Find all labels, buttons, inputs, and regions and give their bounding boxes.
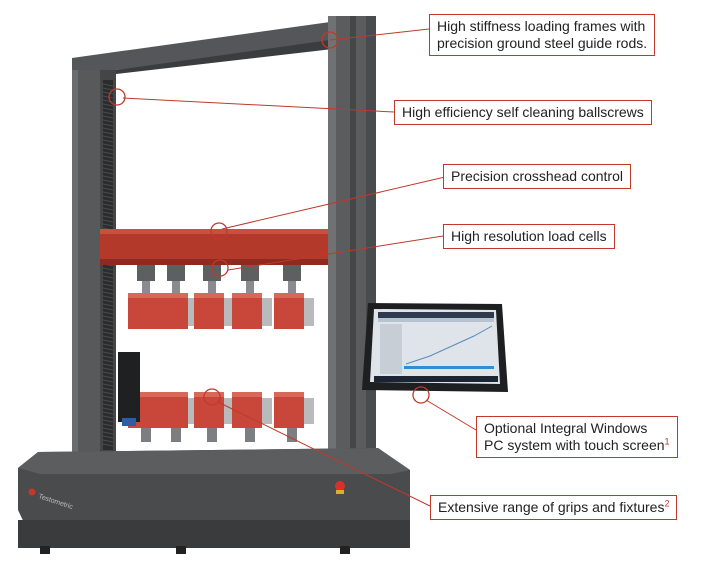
callout-text: Extensive range of grips and fixtures <box>438 499 665 515</box>
control-unit <box>118 352 140 422</box>
leader-circles <box>108 31 430 406</box>
callout-text: PC system with touch screen <box>484 437 665 453</box>
callout-crosshead: Precision crosshead control <box>443 164 631 189</box>
footnote-marker: 2 <box>664 498 670 509</box>
callout-text: Precision crosshead control <box>451 168 623 184</box>
callout-text: High resolution load cells <box>451 228 607 244</box>
touch-screen <box>362 303 508 392</box>
footnote-marker: 1 <box>664 436 670 447</box>
lower-grips <box>128 392 314 442</box>
callout-text: High efficiency self cleaning ballscrews <box>402 104 644 120</box>
callout-loading-frames: High stiffness loading frames with preci… <box>429 14 656 56</box>
callout-grips: Extensive range of grips and fixtures2 <box>430 495 678 520</box>
callout-text: precision ground steel guide rods. <box>437 35 648 51</box>
callout-load-cells: High resolution load cells <box>443 224 615 249</box>
machine-base <box>18 448 410 554</box>
callout-pc-system: Optional Integral Windows PC system with… <box>476 416 678 458</box>
leader-lines <box>122 28 477 507</box>
emergency-stop-button <box>335 481 345 491</box>
top-beam <box>72 22 376 70</box>
ballscrew-texture <box>102 83 114 447</box>
right-column <box>328 16 376 466</box>
callout-ballscrews: High efficiency self cleaning ballscrews <box>394 100 652 125</box>
callout-text: Optional Integral Windows <box>484 420 648 436</box>
callout-text: High stiffness loading frames with <box>437 18 646 34</box>
upper-grips <box>128 265 314 329</box>
